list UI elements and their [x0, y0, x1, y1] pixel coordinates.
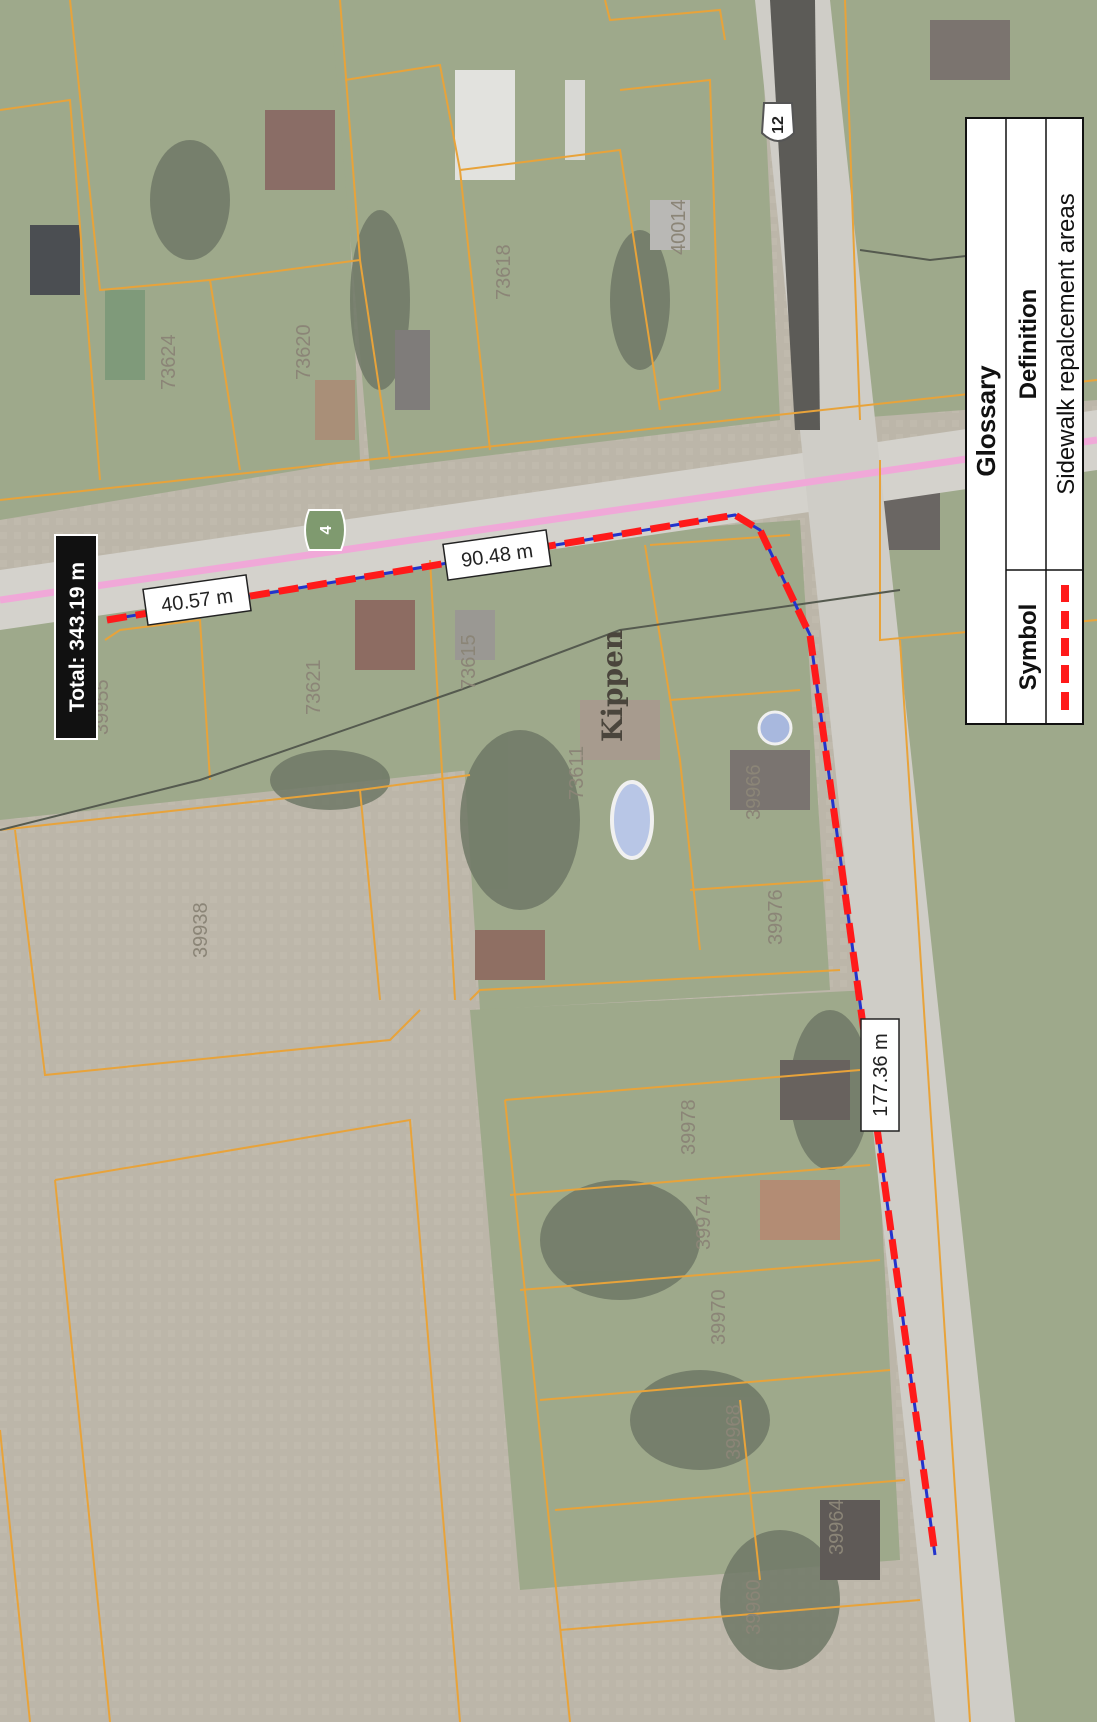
- county-road-shield: 4: [304, 509, 346, 551]
- parcel-number: 73611: [566, 746, 588, 800]
- parcel-number: 39976: [765, 889, 787, 945]
- parcel-number: 39966: [743, 764, 765, 820]
- parcel-number: 39960: [743, 1579, 765, 1635]
- parcel-number: 39968: [723, 1404, 745, 1460]
- buildings: [30, 20, 1010, 1580]
- measurement-total-label: Total: 343.19 m: [54, 534, 98, 740]
- parcel-number-labels: 73624 73620 73618 40014 73621 73615 7361…: [91, 199, 848, 1635]
- glossary-row-definition: Sidewalk repalcement areas: [1053, 193, 1080, 495]
- highway-shield-number: 12: [770, 116, 787, 134]
- parcel-number: 39970: [708, 1289, 730, 1345]
- measurement-label-segment-3: 177.36 m: [860, 1018, 900, 1132]
- parcel-number: 73621: [303, 659, 325, 715]
- parcel-number: 40014: [668, 199, 690, 255]
- parcel-number: 39964: [826, 1499, 848, 1555]
- parcel-number: 73624: [158, 334, 180, 390]
- parcel-number: 73615: [458, 634, 480, 690]
- parcel-number: 73618: [493, 244, 515, 300]
- county-road-shield-number: 4: [318, 525, 335, 534]
- highway-shield: 12: [760, 102, 796, 142]
- svg-text:177.36 m: 177.36 m: [870, 1033, 892, 1116]
- measurement-label-segment-1: 40.57 m: [142, 574, 252, 626]
- parcel-number: 73620: [293, 324, 315, 380]
- drain-line: [0, 589, 901, 831]
- parcel-number: 39974: [693, 1194, 715, 1250]
- glossary-title: Glossary: [971, 365, 1001, 477]
- parcel-number: 39978: [678, 1099, 700, 1155]
- glossary-column-symbol: Symbol: [1015, 604, 1042, 691]
- highway-12: [755, 0, 1015, 1722]
- glossary-column-definition: Definition: [1015, 289, 1042, 400]
- parcel-number: 39938: [190, 902, 212, 958]
- glossary-legend: Glossary Symbol Definition Sidewalk repa…: [965, 117, 1084, 725]
- place-name-label: Kippen: [596, 630, 629, 742]
- measurement-label-segment-2: 90.48 m: [442, 529, 552, 581]
- svg-text:Total: 343.19 m: Total: 343.19 m: [66, 562, 89, 712]
